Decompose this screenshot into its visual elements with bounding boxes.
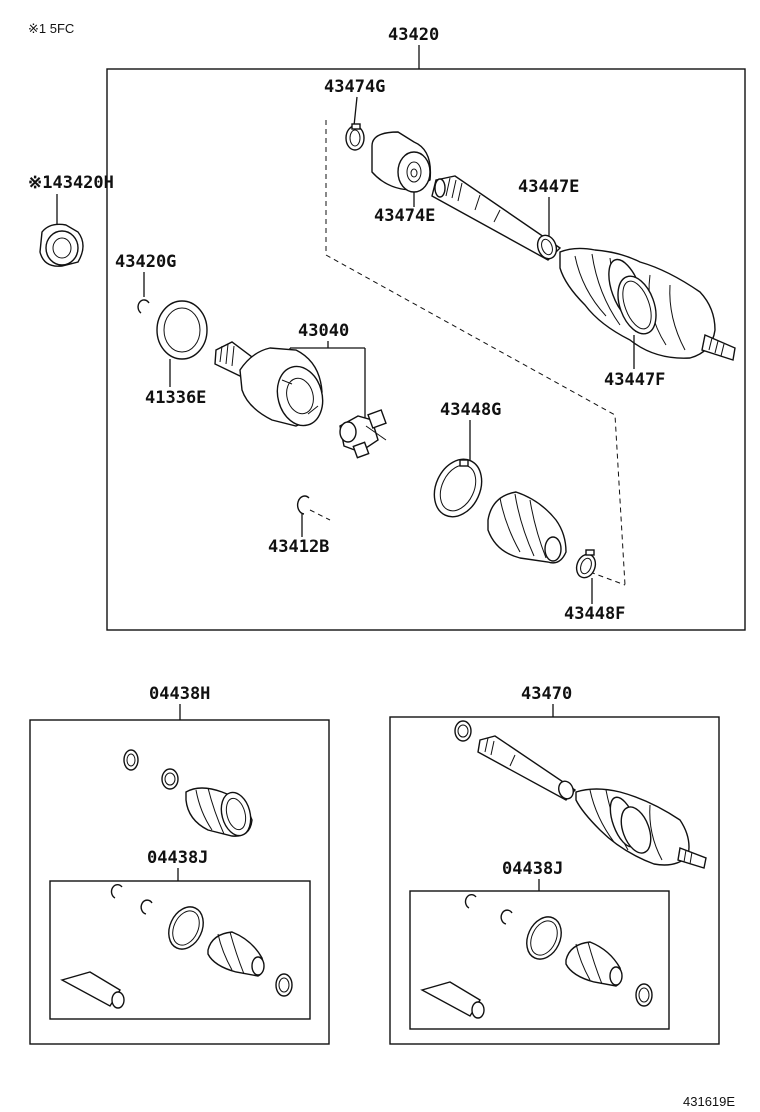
clamp-43448F xyxy=(575,549,597,579)
kit-43470-boot xyxy=(575,788,690,866)
outboard-stub-shaft xyxy=(701,334,736,361)
kit-box-43470 xyxy=(389,716,720,1045)
label-43470[interactable]: 43470 xyxy=(521,684,572,704)
clamp-43447E xyxy=(536,234,558,260)
label-43447F[interactable]: 43447F xyxy=(604,370,665,390)
kit-04438J-right-clamp-large xyxy=(526,916,562,960)
kit-04438H-clamp-small xyxy=(123,749,139,771)
damper-43474E xyxy=(371,131,432,193)
footer-code: 431619E xyxy=(683,1094,735,1109)
kit-04438J-right-grease-tube xyxy=(420,981,485,1019)
kit-43470-shaft xyxy=(477,735,577,801)
label-04438J-right[interactable]: 04438J xyxy=(502,859,563,879)
kit-43470-stub-shaft xyxy=(677,847,707,869)
bearing-43420H xyxy=(39,223,84,267)
ring-41336E xyxy=(156,300,208,360)
tripod-spider xyxy=(339,409,387,459)
kit-04438J-right-circlip xyxy=(464,893,477,909)
kit-04438J-right-snap-ring xyxy=(500,909,513,925)
kit-04438J-left-circlip xyxy=(110,883,123,899)
label-43420[interactable]: 43420 xyxy=(388,25,439,45)
inboard-joint-housing xyxy=(214,341,324,427)
kit-04438J-right-boot xyxy=(565,941,623,987)
kit-box-04438H xyxy=(29,719,330,1045)
label-43447E[interactable]: 43447E xyxy=(518,177,579,197)
clamp-43447F xyxy=(617,275,657,335)
kit-04438H-clamp-medium xyxy=(161,768,179,790)
label-43474G[interactable]: 43474G xyxy=(324,77,385,97)
alignment-dashed-line xyxy=(325,120,626,586)
label-43040[interactable]: 43040 xyxy=(298,321,349,341)
label-43448G[interactable]: 43448G xyxy=(440,400,501,420)
assembly-box-43420 xyxy=(106,68,746,631)
label-41336E[interactable]: 41336E xyxy=(145,388,206,408)
circlip-43412B xyxy=(296,495,310,515)
kit-04438J-left-boot xyxy=(207,931,265,977)
kit-04438J-left-grease-tube xyxy=(60,971,125,1009)
kit-04438H-boot xyxy=(185,787,253,837)
kit-box-04438J-left xyxy=(49,880,311,1020)
label-43420H[interactable]: ※143420H xyxy=(28,173,114,193)
label-04438J-left[interactable]: 04438J xyxy=(147,848,208,868)
kit-04438J-left-clamp-small xyxy=(275,973,293,997)
boot-inboard xyxy=(487,491,567,564)
snap-ring-43420G xyxy=(137,299,150,314)
label-04438H[interactable]: 04438H xyxy=(149,684,210,704)
clamp-43474G xyxy=(345,123,365,151)
label-43448F[interactable]: 43448F xyxy=(564,604,625,624)
label-43412B[interactable]: 43412B xyxy=(268,537,329,557)
label-43474E[interactable]: 43474E xyxy=(374,206,435,226)
kit-04438J-right-clamp-small xyxy=(635,983,653,1007)
clamp-43448G xyxy=(433,458,483,518)
header-note: ※1 5FC xyxy=(28,21,74,36)
kit-box-04438J-right xyxy=(409,890,670,1030)
kit-04438J-left-snap-ring xyxy=(140,899,153,915)
kit-04438J-left-clamp-large xyxy=(168,906,204,950)
label-43420G[interactable]: 43420G xyxy=(115,252,176,272)
kit-43470-clamp xyxy=(454,720,472,742)
